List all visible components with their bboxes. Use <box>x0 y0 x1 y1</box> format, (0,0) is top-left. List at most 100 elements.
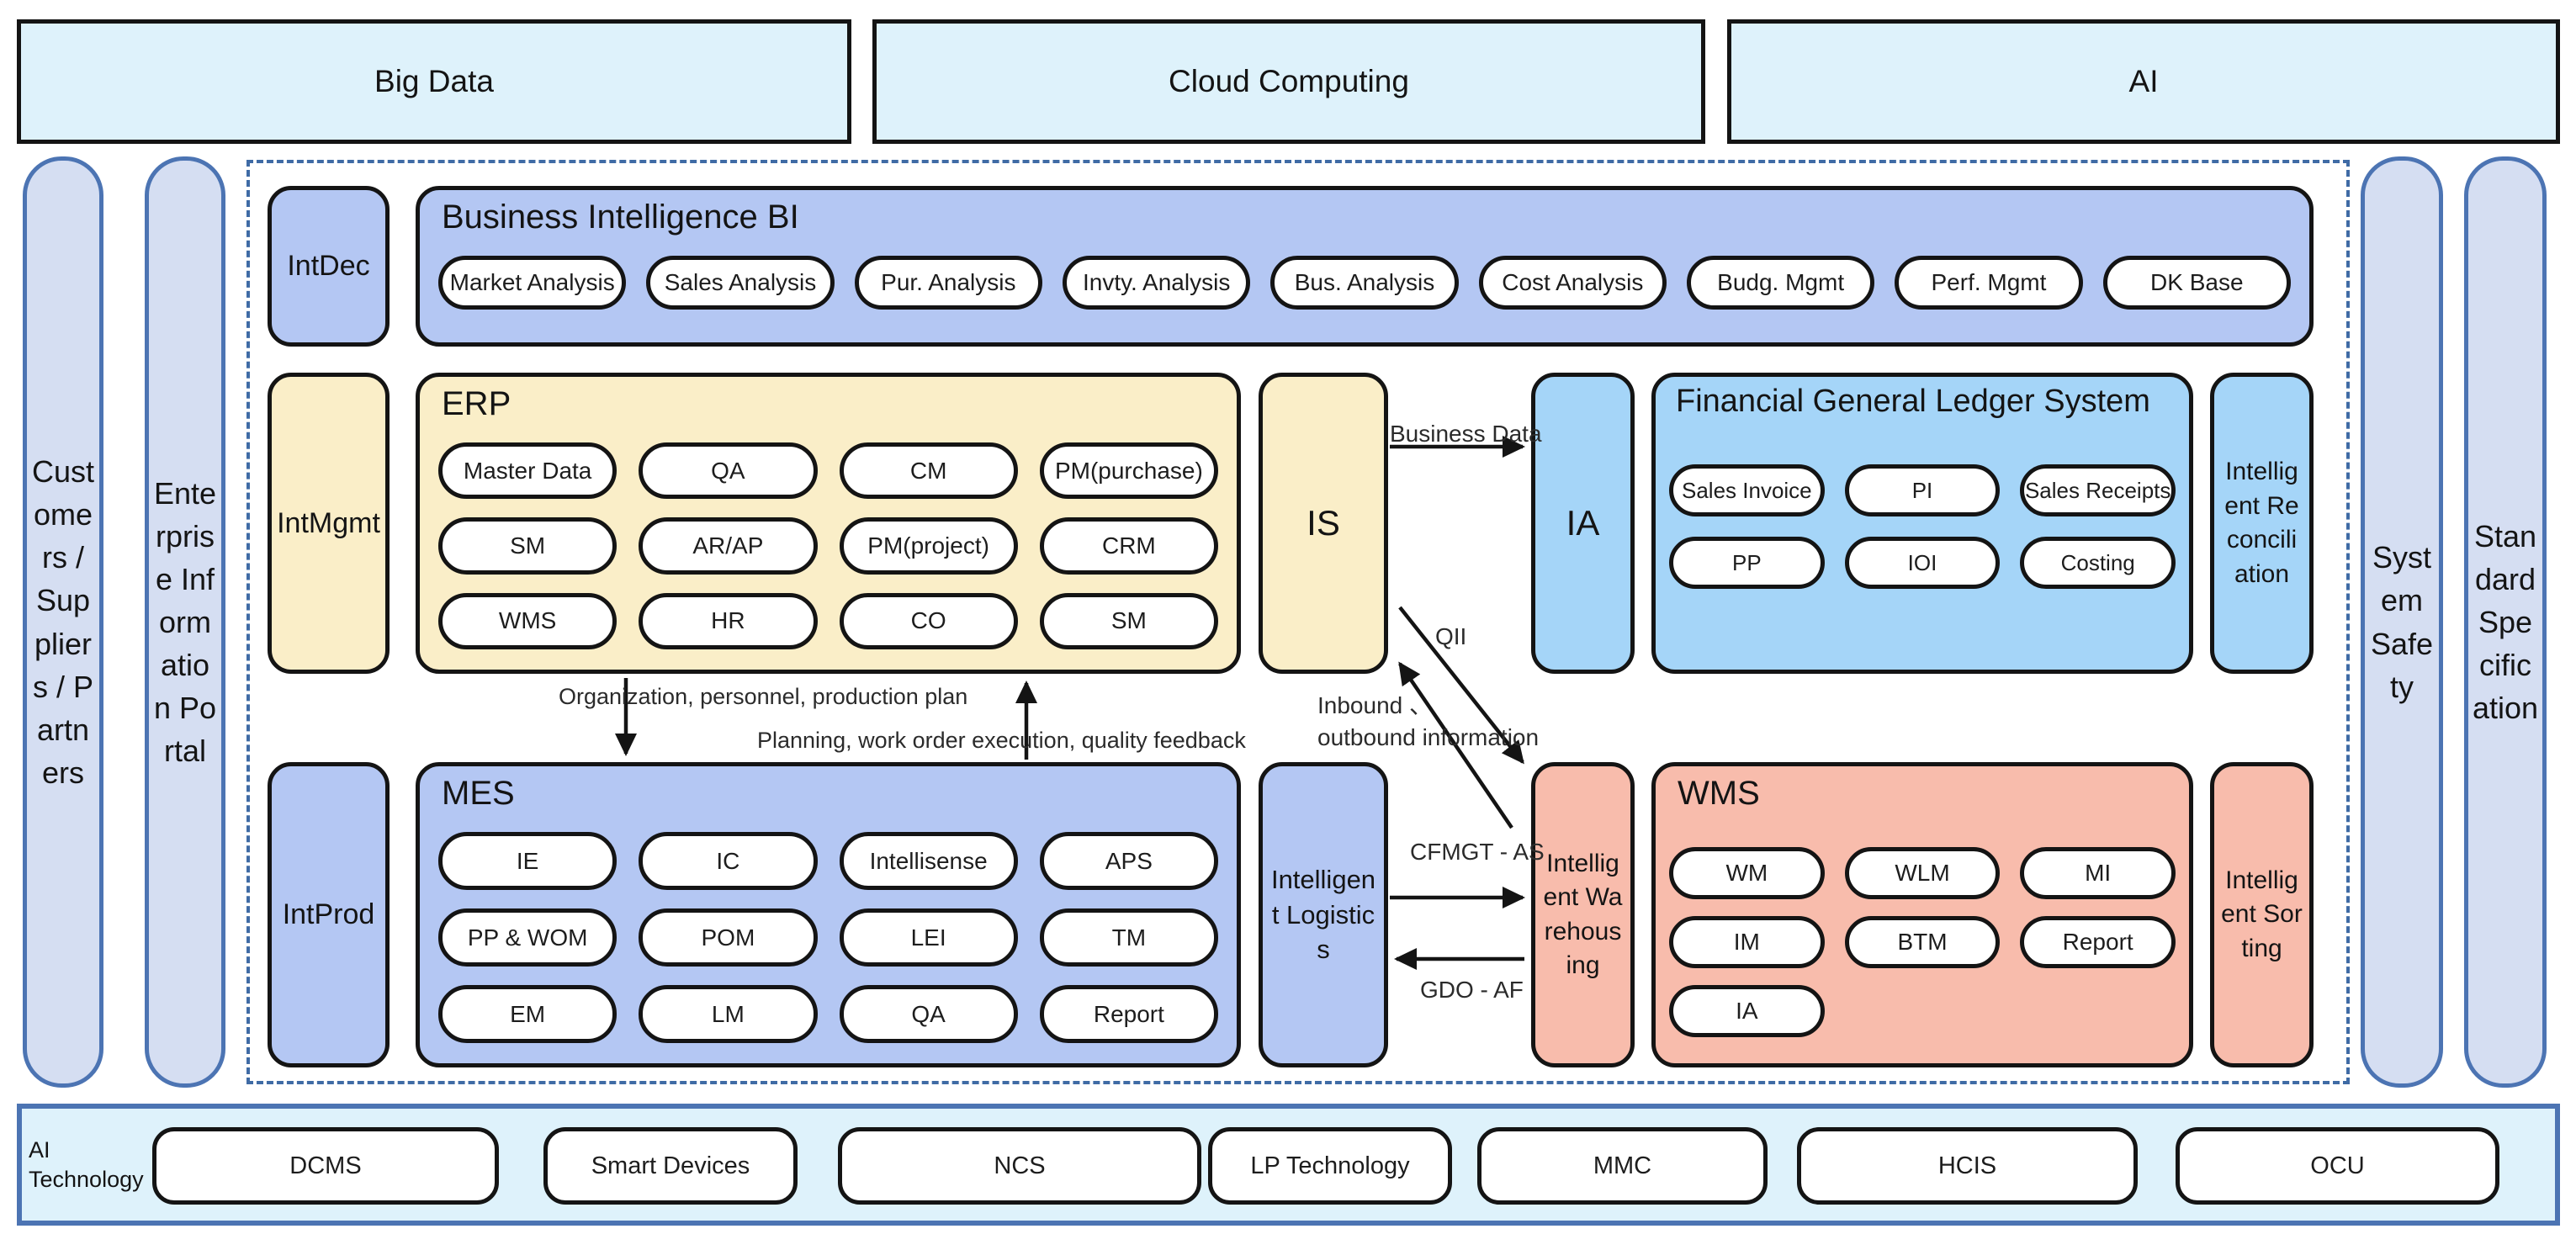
pill-ar-ap: AR/AP <box>639 517 818 575</box>
pill-pom: POM <box>639 908 818 967</box>
pill-sales-analysis: Sales Analysis <box>646 256 835 310</box>
ai-technology-label: AI Technology <box>29 1136 144 1192</box>
ia-label: IA <box>1566 503 1600 543</box>
mes-box: MES IE IC Intellisense APS PP & WOM POM … <box>416 762 1241 1067</box>
pill-sm: SM <box>438 517 617 575</box>
banner-big-data-label: Big Data <box>374 64 494 98</box>
banner-cloud-computing: Cloud Computing <box>872 19 1705 144</box>
banner-big-data: Big Data <box>17 19 851 144</box>
chip-intprod-label: IntProd <box>282 898 375 930</box>
wms-box: WMS WM WLM MI IM BTM Report IA <box>1651 762 2193 1067</box>
pill-lm: LM <box>639 985 818 1043</box>
pill-hcis: HCIS <box>1797 1127 2138 1205</box>
label-organization-flow: Organization, personnel, production plan <box>559 684 968 709</box>
pill-qa-mes: QA <box>839 985 1018 1043</box>
is-box: IS <box>1259 373 1388 674</box>
pill-wms: WMS <box>438 592 617 649</box>
pill-ocu: OCU <box>2176 1127 2499 1205</box>
pill-aps: APS <box>1039 832 1218 890</box>
business-intelligence-box: Business Intelligence BI Market Analysis… <box>416 186 2314 347</box>
gl-pill-grid: Sales Invoice PI Sales Receipts PP IOI C… <box>1669 464 2176 589</box>
pill-pi: PI <box>1844 464 2001 516</box>
label-cfmgt-as: CFMGT - AS <box>1410 839 1545 865</box>
pill-lp-technology: LP Technology <box>1208 1127 1452 1205</box>
ia-box: IA <box>1531 373 1635 674</box>
intelligent-warehousing-box: Intelligent Warehousing <box>1531 762 1635 1067</box>
pill-ic: IC <box>639 832 818 890</box>
pill-im: IM <box>1669 916 1825 968</box>
pill-intellisense: Intellisense <box>839 832 1018 890</box>
pill-ia-wms: IA <box>1669 985 1825 1037</box>
financial-general-ledger-box: Financial General Ledger System Sales In… <box>1651 373 2193 674</box>
pill-dk-base: DK Base <box>2102 256 2291 310</box>
bi-pill-row: Market Analysis Sales Analysis Pur. Anal… <box>438 256 2291 310</box>
chip-intmgmt-label: IntMgmt <box>277 506 380 539</box>
intelligent-logistics-box: Intelligent Logistics <box>1259 762 1388 1067</box>
pill-cm: CM <box>839 442 1018 500</box>
sidebar-enterprise-information-portal: Enterprise Information Portal <box>145 156 225 1088</box>
sidebar-customers-label: Customers / Suppliers / Partners <box>31 454 95 790</box>
pill-qa: QA <box>639 442 818 500</box>
pill-em: EM <box>438 985 617 1043</box>
pill-master-data: Master Data <box>438 442 617 500</box>
pill-invty-analysis: Invty. Analysis <box>1062 256 1251 310</box>
pill-wm: WM <box>1669 847 1825 899</box>
pill-market-analysis: Market Analysis <box>438 256 627 310</box>
erp-pill-grid: Master Data QA CM PM(purchase) SM AR/AP … <box>438 442 1218 649</box>
intelligent-warehousing-label: Intelligent Warehousing <box>1543 849 1623 980</box>
erp-title: ERP <box>442 385 511 422</box>
is-label: IS <box>1307 503 1340 543</box>
intelligent-sorting-box: Intelligent Sorting <box>2210 762 2314 1067</box>
pill-smart-devices: Smart Devices <box>543 1127 798 1205</box>
pill-budg-mgmt: Budg. Mgmt <box>1686 256 1875 310</box>
sidebar-customers-suppliers-partners: Customers / Suppliers / Partners <box>23 156 103 1088</box>
pill-pp-wom: PP & WOM <box>438 908 617 967</box>
pill-dcms: DCMS <box>152 1127 499 1205</box>
core-systems-dashed-frame <box>246 160 2350 1084</box>
pill-cost-analysis: Cost Analysis <box>1478 256 1667 310</box>
pill-sales-receipts: Sales Receipts <box>2020 464 2176 516</box>
label-qii: QII <box>1435 623 1467 649</box>
pill-mi: MI <box>2020 847 2176 899</box>
pill-lei: LEI <box>839 908 1018 967</box>
pill-mmc: MMC <box>1477 1127 1768 1205</box>
wms-pill-grid: WM WLM MI IM BTM Report IA <box>1669 847 2176 1037</box>
sidebar-standard-specification: Standard Specification <box>2464 156 2547 1088</box>
bi-title: Business Intelligence BI <box>442 199 799 236</box>
sidebar-portal-label: Enterprise Information Portal <box>153 475 217 769</box>
pill-costing: Costing <box>2020 537 2176 589</box>
sidebar-safety-label: System Safety <box>2370 540 2434 704</box>
pill-sales-invoice: Sales Invoice <box>1669 464 1825 516</box>
pill-bus-analysis: Bus. Analysis <box>1270 256 1459 310</box>
mes-title: MES <box>442 775 515 812</box>
pill-pur-analysis: Pur. Analysis <box>854 256 1042 310</box>
mes-pill-grid: IE IC Intellisense APS PP & WOM POM LEI … <box>438 832 1218 1043</box>
pill-pm-purchase: PM(purchase) <box>1039 442 1218 500</box>
pill-wlm: WLM <box>1844 847 2001 899</box>
wms-title: WMS <box>1678 775 1760 812</box>
pill-ncs: NCS <box>838 1127 1201 1205</box>
pill-ie: IE <box>438 832 617 890</box>
pill-perf-mgmt: Perf. Mgmt <box>1895 256 2083 310</box>
chip-intdec-label: IntDec <box>287 250 370 282</box>
chip-intmgmt: IntMgmt <box>268 373 390 674</box>
pill-pm-project: PM(project) <box>839 517 1018 575</box>
pill-report-wms: Report <box>2020 916 2176 968</box>
intelligent-logistics-label: Intelligent Logistics <box>1270 864 1376 965</box>
pill-pp: PP <box>1669 537 1825 589</box>
label-planning-flow: Planning, work order execution, quality … <box>757 728 1246 753</box>
pill-ioi: IOI <box>1844 537 2001 589</box>
banner-cloud-label: Cloud Computing <box>1169 64 1409 98</box>
erp-box: ERP Master Data QA CM PM(purchase) SM AR… <box>416 373 1241 674</box>
gl-title: Financial General Ledger System <box>1676 384 2150 419</box>
intelligent-reconciliation-label: Intelligent Reconciliation <box>2224 458 2299 588</box>
pill-crm: CRM <box>1039 517 1218 575</box>
ai-technology-band: AI Technology DCMS Smart Devices NCS LP … <box>17 1104 2560 1226</box>
label-gdo-af: GDO - AF <box>1420 977 1524 1003</box>
label-business-data: Business Data <box>1390 421 1542 447</box>
pill-sm-2: SM <box>1039 592 1218 649</box>
chip-intdec: IntDec <box>268 186 390 347</box>
intelligent-sorting-label: Intelligent Sorting <box>2221 866 2303 962</box>
label-inbound-outbound: Inbound 、 outbound information <box>1317 692 1540 750</box>
